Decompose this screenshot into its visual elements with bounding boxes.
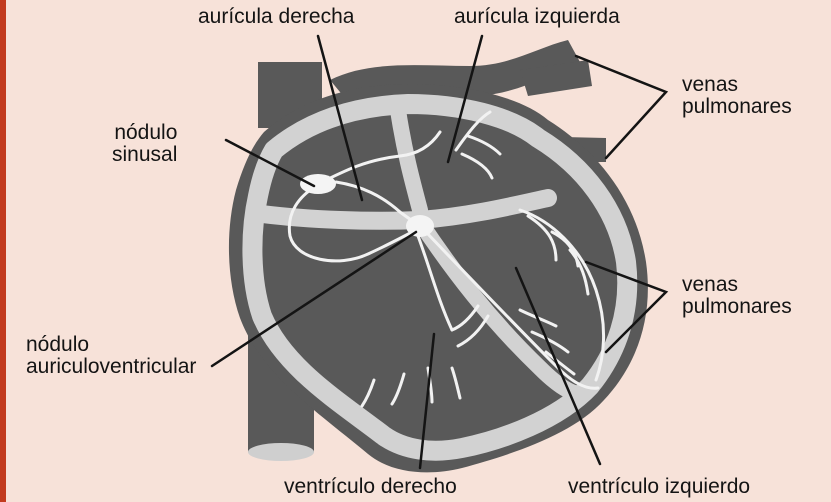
inferior-vena-cava-opening — [248, 443, 314, 461]
label-right-ventricle: ventrículo derecho — [284, 476, 457, 498]
label-left-atrium: aurícula izquierda — [454, 6, 620, 28]
label-right-atrium: aurícula derecha — [198, 6, 354, 28]
label-pulmonary-veins-top: venas pulmonares — [682, 74, 792, 118]
sinus-node — [300, 174, 336, 194]
label-left-ventricle: ventrículo izquierdo — [568, 476, 750, 498]
label-pulmonary-veins-right: venas pulmonares — [682, 274, 792, 318]
label-sinus-node: nódulo sinusal — [112, 122, 177, 166]
av-node — [406, 215, 434, 237]
label-av-node: nódulo auriculoventricular — [26, 334, 196, 378]
